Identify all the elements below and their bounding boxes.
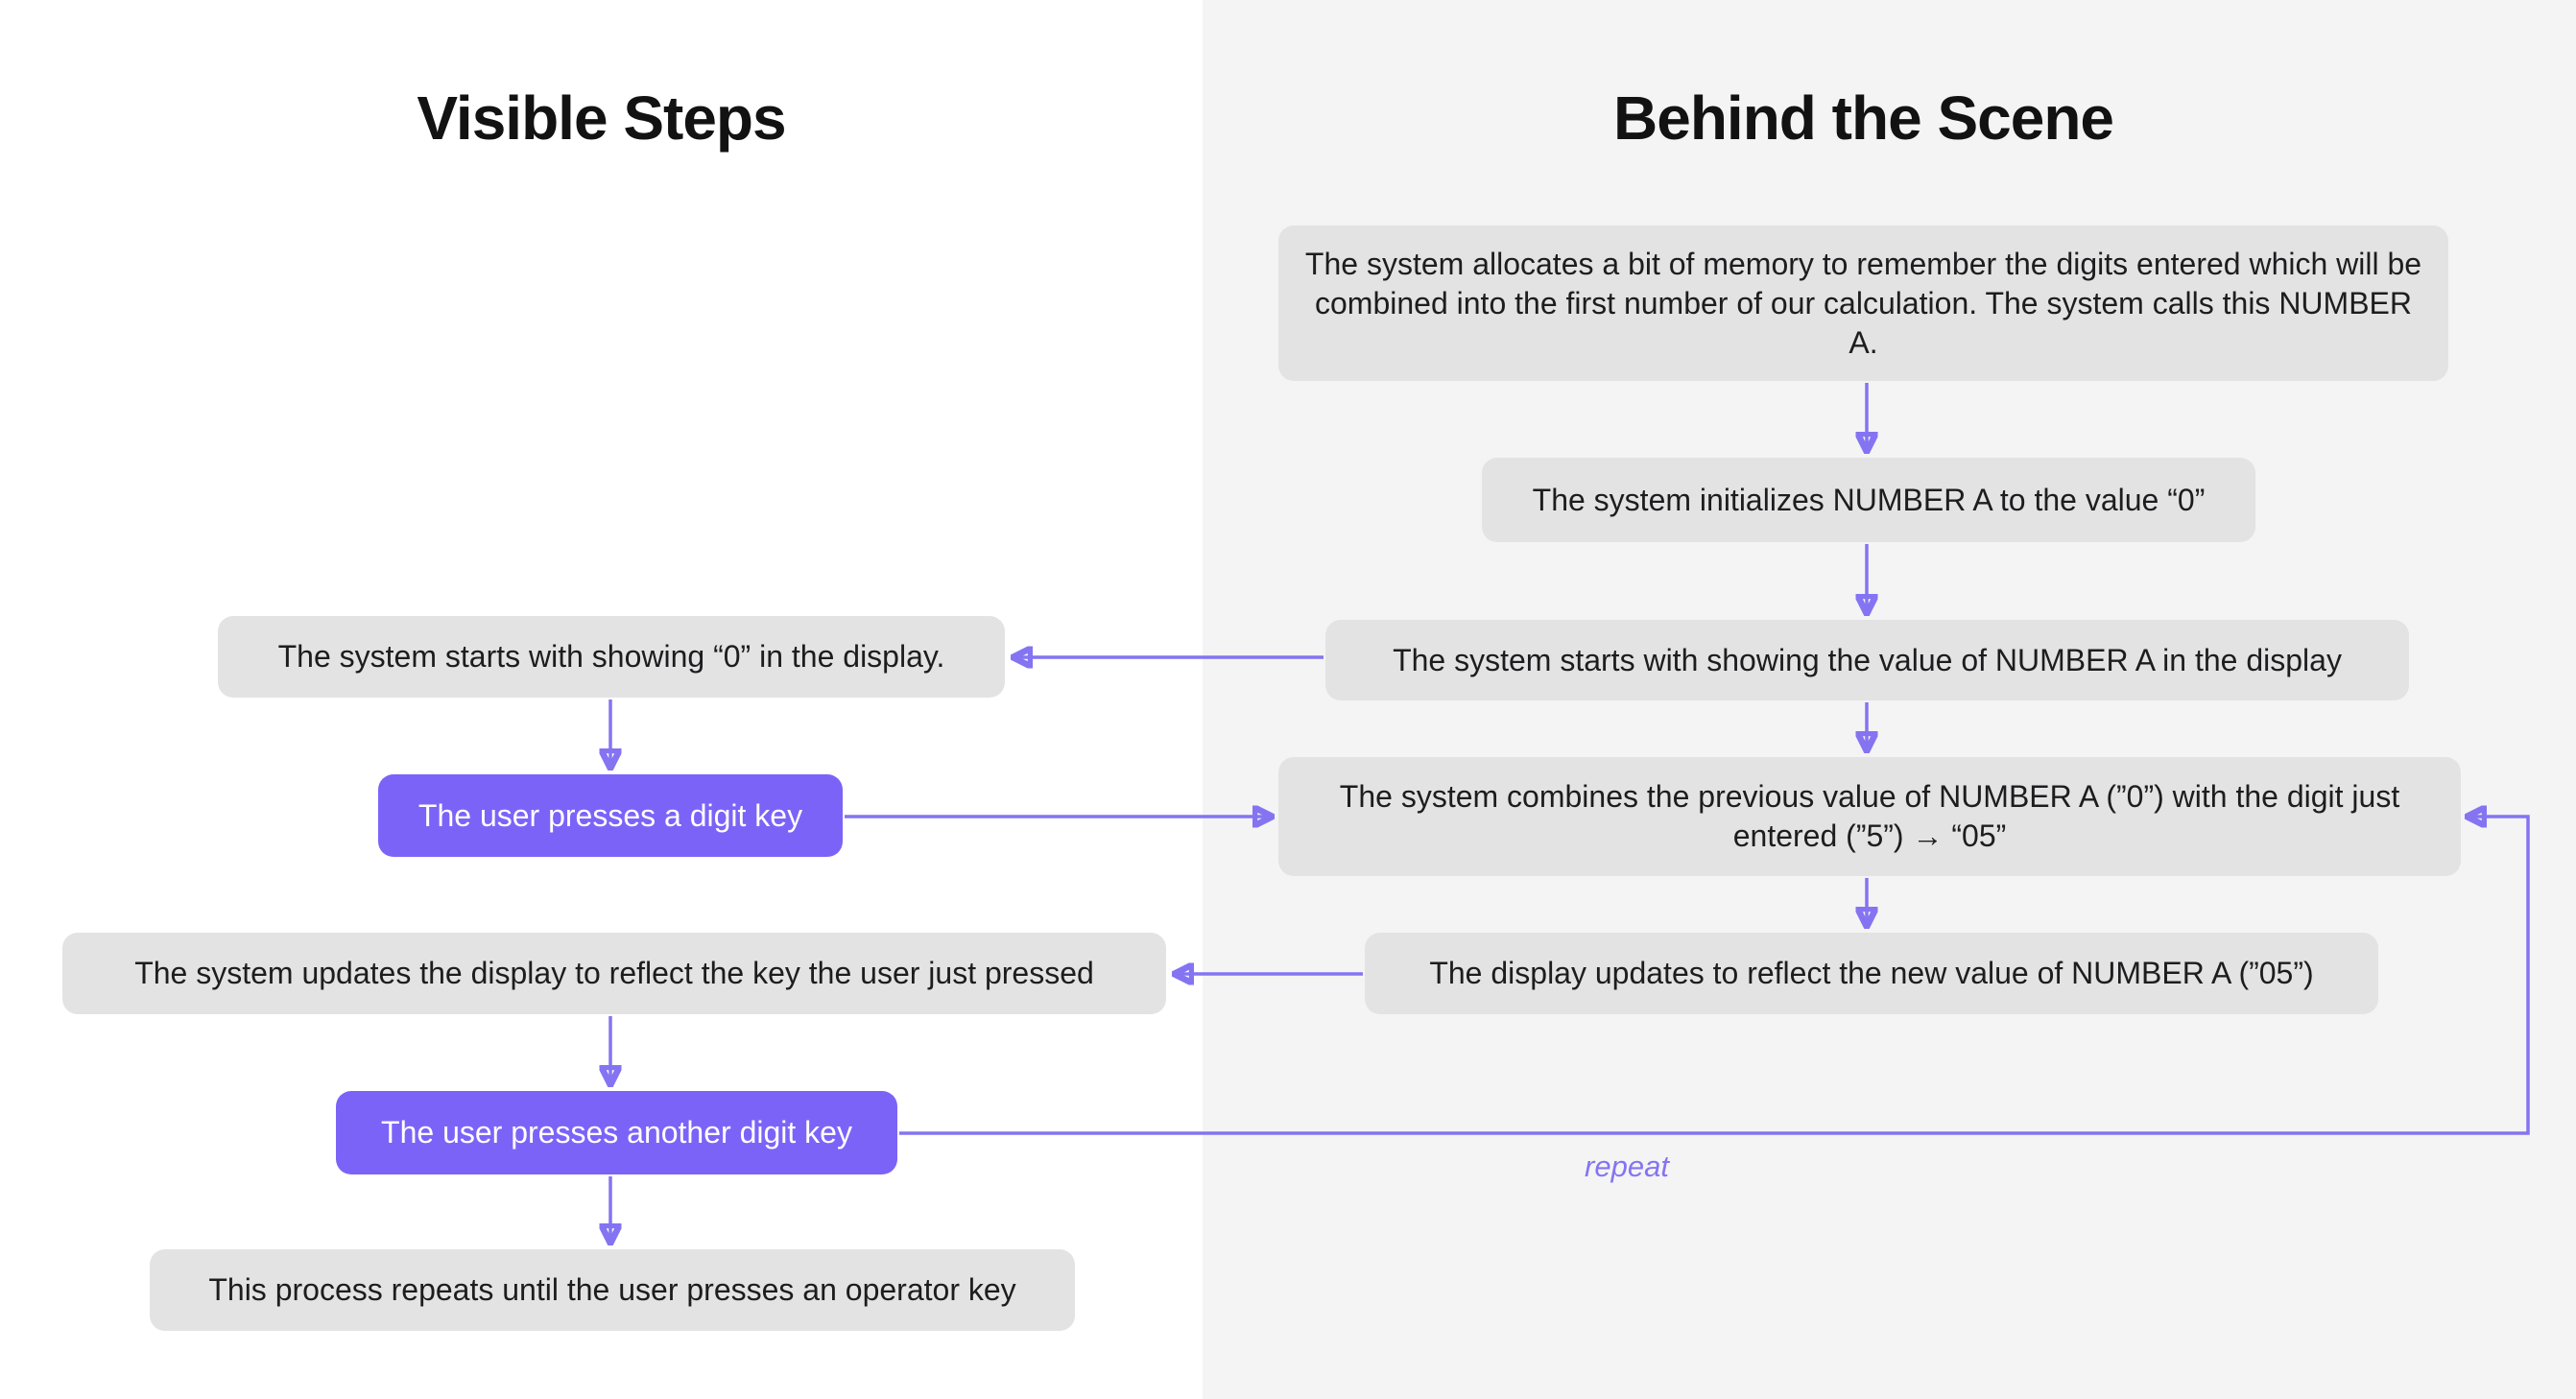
node-display-shows-zero: The system starts with showing “0” in th… bbox=[218, 616, 1005, 698]
left-column-title: Visible Steps bbox=[417, 83, 786, 153]
node-initialize-number-a: The system initializes NUMBER A to the v… bbox=[1482, 458, 2255, 542]
node-system-updates-display: The system updates the display to reflec… bbox=[62, 933, 1166, 1014]
node-combine-number-a: The system combines the previous value o… bbox=[1278, 757, 2461, 876]
right-column-title: Behind the Scene bbox=[1613, 83, 2114, 153]
repeat-label: repeat bbox=[1585, 1150, 1669, 1183]
node-user-presses-digit: The user presses a digit key bbox=[378, 774, 843, 857]
node-process-repeats: This process repeats until the user pres… bbox=[150, 1249, 1075, 1331]
node-user-presses-another-digit: The user presses another digit key bbox=[336, 1091, 897, 1174]
node-display-new-value: The display updates to reflect the new v… bbox=[1365, 933, 2378, 1014]
node-allocate-memory: The system allocates a bit of memory to … bbox=[1278, 225, 2448, 381]
node-show-number-a-value: The system starts with showing the value… bbox=[1325, 620, 2409, 700]
